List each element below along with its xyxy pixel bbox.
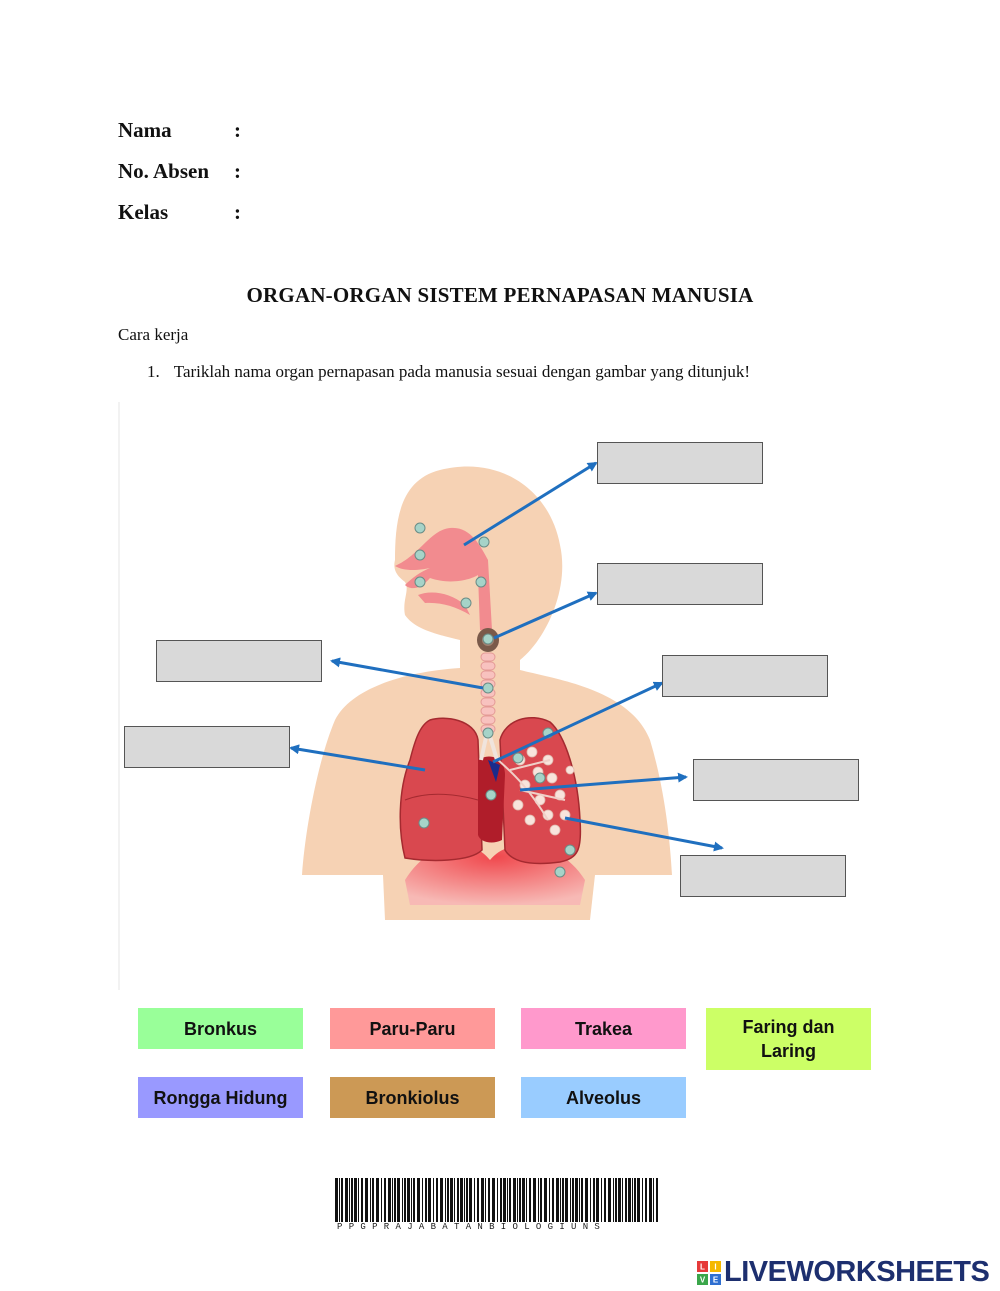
option-trakea[interactable]: Trakea [521, 1008, 686, 1049]
answer-box-3[interactable] [156, 640, 322, 682]
option-faring-dan-laring[interactable]: Faring dan Laring [706, 1008, 871, 1070]
page-title: ORGAN-ORGAN SISTEM PERNAPASAN MANUSIA [246, 283, 754, 307]
svg-text:E: E [713, 1275, 719, 1284]
answer-box-1[interactable] [597, 442, 763, 484]
option-bronkus[interactable]: Bronkus [138, 1008, 303, 1049]
instruction: 1. Tariklah nama organ pernapasan pada ma… [147, 362, 750, 382]
field-colon-nama: : [234, 118, 241, 142]
option-rongga-hidung[interactable]: Rongga Hidung [138, 1077, 303, 1118]
svg-text:I: I [714, 1262, 716, 1271]
field-colon-kelas: : [234, 200, 241, 224]
brand-name: LIVEWORKSHEETS [724, 1256, 990, 1288]
pointer-arrows [289, 461, 724, 852]
instruction-text: Tariklah nama organ pernapasan pada manu… [173, 362, 751, 381]
answer-box-7[interactable] [680, 855, 846, 897]
hotspot-dots [414, 522, 576, 878]
field-label-no-absen: No. Absen [118, 159, 210, 183]
barcode [335, 1178, 658, 1222]
answer-box-2[interactable] [597, 563, 763, 605]
svg-text:V: V [700, 1275, 706, 1284]
field-label-kelas: Kelas [118, 200, 169, 224]
field-label-nama: Nama [118, 118, 172, 142]
option-paru-paru[interactable]: Paru-Paru [330, 1008, 495, 1049]
barcode-text: PPGPRAJABATANBIOLOGIUNS [337, 1222, 607, 1232]
answer-box-5[interactable] [124, 726, 290, 768]
field-colon-no-absen: : [234, 159, 241, 183]
respiratory-diagram [118, 402, 724, 990]
option-bronkiolus[interactable]: Bronkiolus [330, 1077, 495, 1118]
answer-box-4[interactable] [662, 655, 828, 697]
svg-text:L: L [700, 1262, 705, 1271]
instruction-number: 1. [147, 362, 160, 381]
option-alveolus[interactable]: Alveolus [521, 1077, 686, 1118]
answer-box-6[interactable] [693, 759, 859, 801]
subheading: Cara kerja [118, 325, 189, 344]
